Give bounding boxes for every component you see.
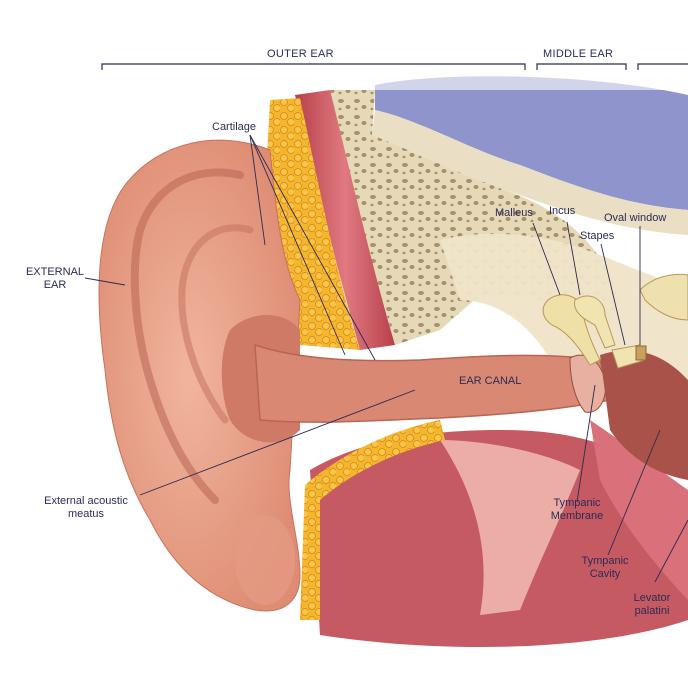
label-external-ear-line1: EXTERNAL [25, 266, 85, 278]
label-tympanic-cavity-line2: Cavity [589, 568, 621, 580]
antihelix-fold [178, 224, 254, 424]
label-ear-canal: EAR CANAL [459, 375, 522, 387]
top-fade [0, 60, 688, 90]
upper-muscle [295, 90, 395, 350]
levator-palatini-muscle [590, 420, 688, 600]
label-cartilage: Cartilage [212, 121, 257, 133]
lower-cartilage [300, 420, 445, 620]
brain-region [375, 76, 688, 210]
section-middle-ear: MIDDLE EAR [543, 48, 614, 60]
tympanic-cavity [600, 350, 688, 480]
label-external-ear-line2: EAR [43, 279, 67, 291]
label-incus: Incus [549, 205, 576, 217]
label-external-acoustic-line1: External acoustic [44, 495, 128, 507]
label-stapes: Stapes [580, 230, 615, 242]
label-external-acoustic-line2: meatus [67, 508, 105, 520]
label-tympanic-cavity-line1: Tympanic [581, 555, 629, 567]
inner-ear-canal [639, 273, 688, 321]
section-outer-ear: OUTER EAR [267, 48, 334, 60]
label-levator-palatini: Levator palatini [624, 592, 680, 618]
lobule [235, 515, 295, 605]
incus-bone [574, 295, 616, 349]
lower-fascia [440, 440, 580, 615]
label-malleus: Malleus [495, 207, 533, 219]
oval-window [635, 345, 647, 361]
section-brackets [101, 63, 688, 70]
helix-fold [130, 168, 244, 504]
leader-lines [84, 134, 688, 583]
label-tympanic-membrane-line1: Tympanic [553, 497, 601, 509]
dura-layer [372, 110, 688, 235]
label-tympanic-membrane: Tympanic Membrane [540, 497, 614, 523]
label-oval-window: Oval window [604, 212, 667, 224]
ear-canal [254, 343, 611, 423]
label-tympanic-membrane-line2: Membrane [550, 510, 604, 522]
label-levator-line2: palatini [634, 605, 670, 617]
label-external-ear: EXTERNAL EAR [22, 266, 88, 292]
label-levator-line1: Levator [633, 592, 671, 604]
label-external-acoustic-meatus: External acoustic meatus [30, 495, 142, 521]
label-tympanic-cavity: Tympanic Cavity [572, 555, 638, 581]
